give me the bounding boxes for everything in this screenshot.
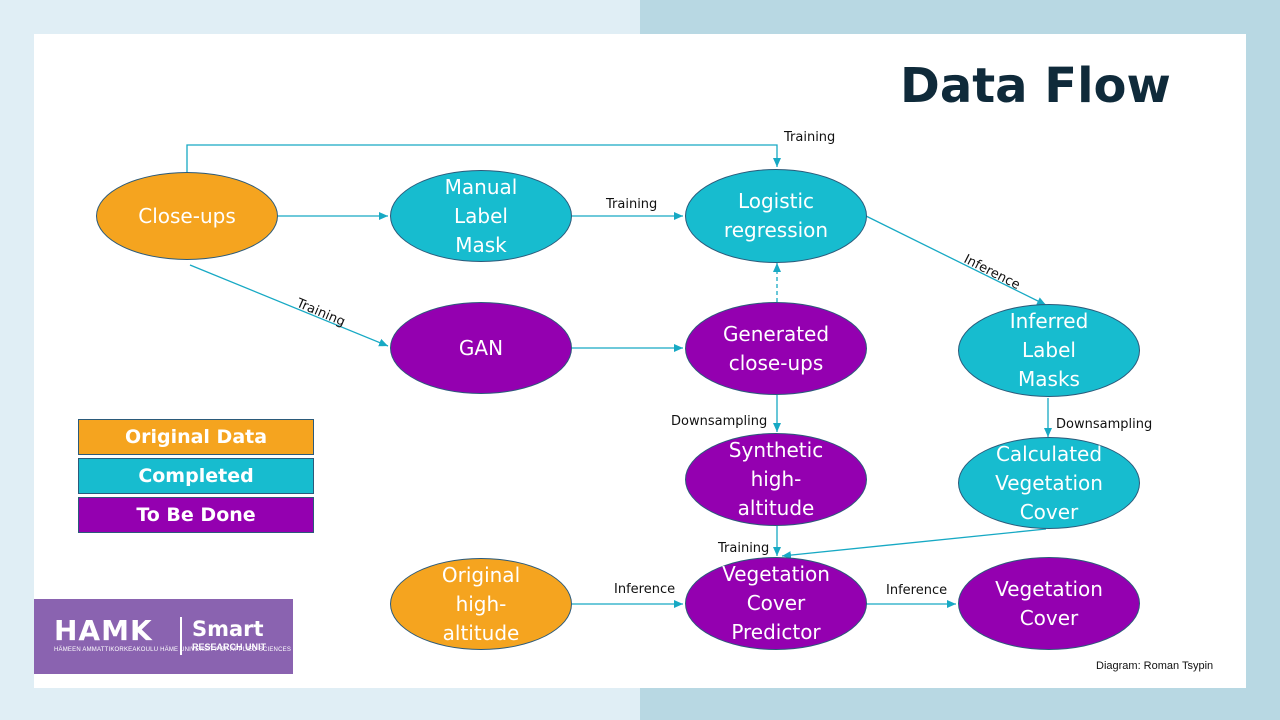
node-label: Original high-altitude (442, 561, 520, 648)
diagram-credit: Diagram: Roman Tsypin (1096, 660, 1214, 672)
logo-hamk-text: HAMK (54, 614, 153, 647)
node-label-line: Label (1022, 338, 1076, 362)
legend-completed: Completed (78, 458, 314, 494)
node-label-line: Predictor (731, 620, 821, 644)
edge-label-inference-original: Inference (614, 582, 676, 597)
edge-label-training-top: Training (784, 130, 836, 145)
legend-original-data: Original Data (78, 419, 314, 455)
node-label-line: Original (441, 562, 521, 587)
node-label: Close-ups (138, 202, 236, 231)
node-label-line: high- (750, 467, 802, 491)
node-label-line: Close-ups (138, 203, 236, 228)
node-label-line: Masks (1018, 367, 1080, 391)
node-label-line: Vegetation (722, 562, 830, 586)
node-label-line: Cover (746, 591, 806, 615)
arrow-logistic-to-inferred (865, 215, 1047, 306)
arrow-closeups-to-logistic-top (186, 144, 781, 172)
node-label: Generated close-ups (723, 320, 829, 378)
node-label-line: high- (455, 591, 507, 616)
edge-label-training-manual: Training (606, 197, 658, 212)
node-close-ups: Close-ups (96, 172, 278, 260)
hamk-smart-logo: HAMK HÄMEEN AMMATTIKORKEAKOULU HÄME UNIV… (34, 599, 293, 674)
node-label-line: Cover (1019, 499, 1079, 524)
node-label-line: Vegetation (995, 470, 1103, 495)
node-label: Logistic regression (724, 187, 828, 245)
logo-subtitle: HÄMEEN AMMATTIKORKEAKOULU HÄME UNIVERSIT… (54, 647, 292, 653)
node-generated-close-ups: Generated close-ups (685, 302, 867, 395)
node-label-line: Inferred (1009, 309, 1089, 333)
node-label: Synthetic high-altitude (729, 436, 823, 523)
node-label-line: Synthetic (728, 438, 824, 462)
node-label-line: Manual (444, 174, 518, 199)
legend-to-be-done: To Be Done (78, 497, 314, 533)
logo-divider (180, 617, 182, 655)
node-label-line: Calculated (995, 441, 1103, 466)
node-label-line: altitude (737, 496, 815, 520)
node-label-line: Cover (1019, 605, 1079, 630)
node-label-line: Vegetation (995, 576, 1103, 601)
edge-label-inference-predictor: Inference (886, 583, 948, 598)
logo-smart-text: Smart (192, 617, 264, 641)
edge-label-downsampling-generated: Downsampling (671, 414, 768, 429)
node-label-line: Logistic (737, 189, 815, 213)
logo-unit-text: RESEARCH UNIT (192, 642, 267, 652)
slide-title: Data Flow (900, 58, 1171, 114)
node-logistic-regression: Logistic regression (685, 169, 867, 263)
node-label-line: close-ups (728, 350, 824, 375)
node-label-line: regression (723, 218, 829, 242)
edge-label-training-predictor: Training (718, 541, 770, 556)
node-synthetic-high-altitude: Synthetic high-altitude (685, 433, 867, 526)
node-original-high-altitude: Original high-altitude (390, 558, 572, 650)
node-label-line: Generated (722, 321, 830, 346)
node-label: GAN (459, 334, 503, 363)
node-label-line: GAN (458, 335, 504, 360)
node-gan: GAN (390, 302, 572, 394)
edge-label-downsampling-inferred: Downsampling (1056, 417, 1153, 432)
arrow-closeups-to-gan (189, 264, 389, 347)
node-label-line: altitude (442, 620, 520, 645)
node-label-line: Mask (455, 232, 507, 257)
node-label-line: Label (454, 203, 508, 228)
arrow-calculated-to-predictor (781, 528, 1047, 560)
